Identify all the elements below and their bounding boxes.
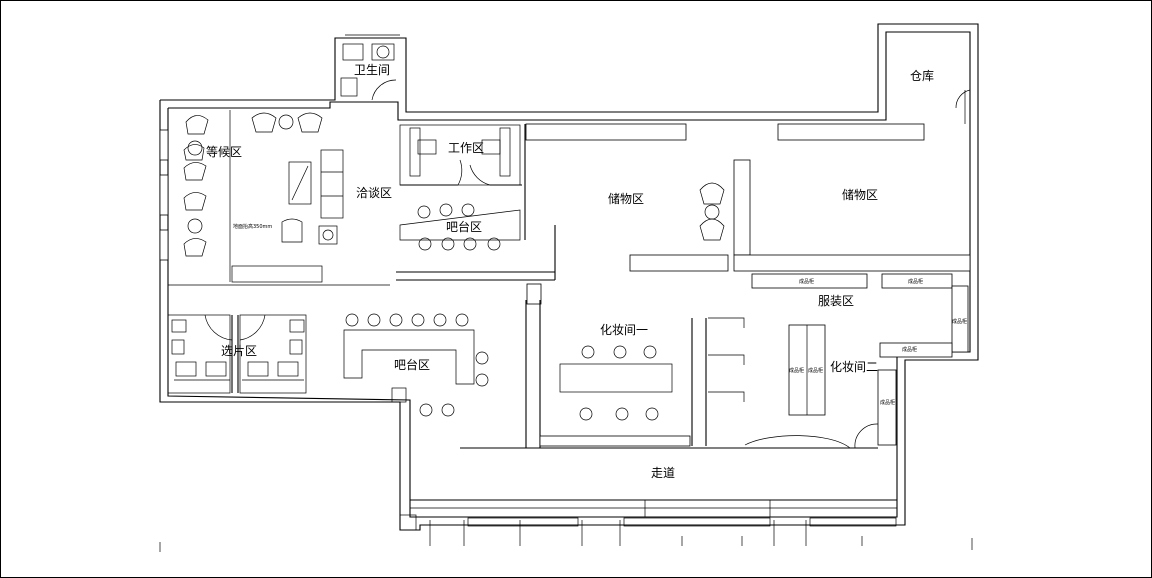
storage-walls	[396, 123, 971, 305]
warehouse-door	[955, 89, 971, 109]
note-cabinet-2: 成品柜	[908, 278, 923, 285]
label-work: 工作区	[448, 141, 484, 155]
label-corridor: 走道	[651, 466, 675, 480]
note-floor-raise: 地面抬高350mm	[233, 223, 272, 230]
label-makeup-two: 化妆间二	[830, 360, 878, 374]
note-cabinet-6: 成品柜	[808, 367, 823, 374]
lower-bar	[343, 313, 489, 417]
label-makeup-one: 化妆间一	[600, 323, 648, 337]
upper-bar	[399, 203, 521, 251]
label-storage-right: 储物区	[842, 187, 878, 202]
waiting-area	[159, 110, 390, 286]
label-storage-left: 储物区	[608, 191, 644, 206]
label-bar-lower: 吧台区	[394, 357, 430, 372]
note-cabinet-5: 成品柜	[789, 367, 804, 374]
makeup-room-two	[708, 317, 879, 449]
toilet-block	[340, 43, 397, 101]
label-bar-upper: 吧台区	[446, 219, 482, 234]
work-area	[399, 124, 522, 186]
note-cabinet-4: 成品柜	[902, 346, 917, 353]
selection-area	[167, 314, 307, 394]
makeup-room-one	[525, 300, 707, 448]
label-selection: 选片区	[221, 344, 257, 358]
corridor	[159, 447, 973, 552]
label-waiting: 等候区	[206, 145, 242, 159]
note-cabinet-7: 成品柜	[880, 399, 895, 406]
clothing-cabinets	[751, 273, 969, 446]
note-cabinet-3: 成品柜	[952, 318, 967, 325]
label-negotiation: 洽谈区	[356, 186, 392, 200]
note-cabinet-1: 成品柜	[799, 278, 814, 285]
label-clothing: 服装区	[818, 294, 854, 308]
outer-walls	[159, 23, 979, 531]
label-toilet: 卫生间	[354, 63, 390, 77]
label-warehouse: 仓库	[910, 68, 934, 83]
